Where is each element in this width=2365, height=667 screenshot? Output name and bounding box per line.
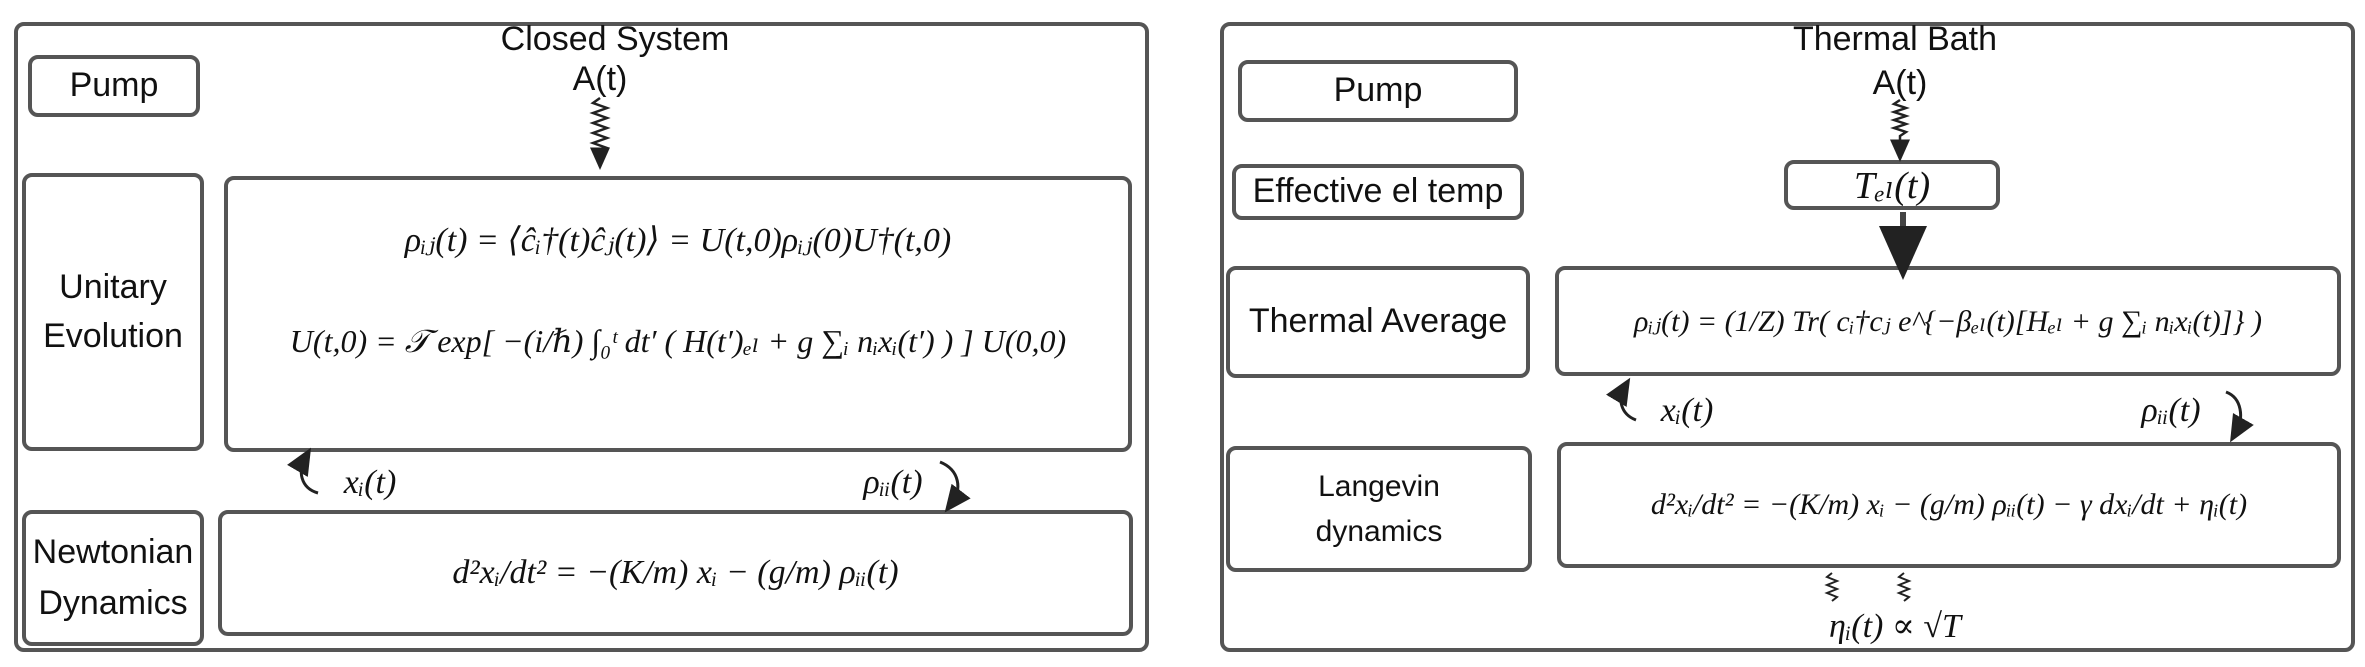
feedback-rho-right: ρᵢᵢ(t)	[2141, 392, 2201, 429]
langevin-equation-box: d²xᵢ/dt² = −(K/m) xᵢ − (g/m) ρᵢᵢ(t) − γ …	[1557, 442, 2341, 568]
drive-wavy-arrow-left	[589, 96, 611, 170]
pump-label-left: Pump	[69, 66, 159, 105]
drive-label-right: A(t)	[1872, 64, 1928, 102]
newtonian-dynamics-box: Newtonian Dynamics	[22, 510, 204, 646]
drive-wavy-arrow-right	[1890, 98, 1910, 162]
effective-el-temp-label: Effective el temp	[1252, 172, 1504, 211]
newton-equation-box: d²xᵢ/dt² = −(K/m) xᵢ − (g/m) ρᵢᵢ(t)	[218, 510, 1133, 636]
feedback-arrow-right-rho	[2225, 390, 2254, 443]
electron-temperature: Tₑₗ(t)	[1853, 164, 1931, 207]
pump-box-left: Pump	[28, 55, 200, 117]
feedback-arrow-left-rho	[939, 460, 971, 513]
closed-system-panel	[14, 22, 1149, 652]
newtonian-label-line1: Newtonian	[32, 533, 194, 571]
unitary-label-line2: Evolution	[43, 317, 183, 355]
thermal-average-label: Thermal Average	[1248, 302, 1508, 341]
newtonian-label-line2: Dynamics	[38, 584, 188, 622]
thermal-average-box: Thermal Average	[1226, 266, 1530, 378]
feedback-x-left: xᵢ(t)	[343, 464, 397, 501]
langevin-dynamics-box: Langevin dynamics	[1226, 446, 1532, 572]
electron-temperature-box: Tₑₗ(t)	[1784, 160, 2000, 210]
langevin-label-line1: Langevin	[1318, 470, 1440, 503]
pump-label-right: Pump	[1333, 71, 1423, 110]
unitary-evolution-box: Unitary Evolution	[22, 173, 204, 451]
langevin-equation: d²xᵢ/dt² = −(K/m) xᵢ − (g/m) ρᵢᵢ(t) − γ …	[1650, 488, 2248, 521]
pump-box-right: Pump	[1238, 60, 1518, 122]
drive-label-left: A(t)	[572, 60, 628, 98]
time-evolution-operator-equation: U(t,0) = 𝒯 exp[ −(i/ℏ) ∫₀ᵗ dt′ ( H(t′)ₑₗ…	[289, 323, 1067, 359]
unitary-equation-box	[224, 176, 1132, 452]
feedback-arrow-left-x	[287, 447, 319, 495]
closed-system-title: Closed System	[500, 20, 730, 58]
noise-wavy-line-1	[1824, 572, 1840, 602]
newton-equation: d²xᵢ/dt² = −(K/m) xᵢ − (g/m) ρᵢᵢ(t)	[452, 554, 899, 591]
thermal-bath-panel	[1220, 22, 2355, 652]
noise-relation: ηᵢ(t) ∝ √T	[1829, 608, 1961, 645]
density-matrix-equation: ρᵢⱼ(t) = ⟨ĉᵢ†(t)ĉⱼ(t)⟩ = U(t,0)ρᵢⱼ(0)U†(…	[404, 222, 952, 259]
feedback-x-right: xᵢ(t)	[1660, 392, 1714, 429]
effective-el-temp-box: Effective el temp	[1232, 164, 1524, 220]
thermal-equation-box: ρᵢⱼ(t) = (1/Z) Tr( cᵢ†cⱼ e^{−βₑₗ(t)[Hₑₗ …	[1555, 266, 2341, 376]
feedback-rho-left: ρᵢᵢ(t)	[863, 464, 923, 501]
unitary-label-line1: Unitary	[59, 267, 167, 306]
thermal-average-equation: ρᵢⱼ(t) = (1/Z) Tr( cᵢ†cⱼ e^{−βₑₗ(t)[Hₑₗ …	[1634, 304, 2262, 338]
noise-wavy-line-2	[1896, 572, 1912, 602]
thermal-bath-title: Thermal Bath	[1792, 20, 1998, 58]
feedback-arrow-right-x	[1605, 377, 1637, 422]
langevin-label-line2: dynamics	[1315, 515, 1443, 548]
